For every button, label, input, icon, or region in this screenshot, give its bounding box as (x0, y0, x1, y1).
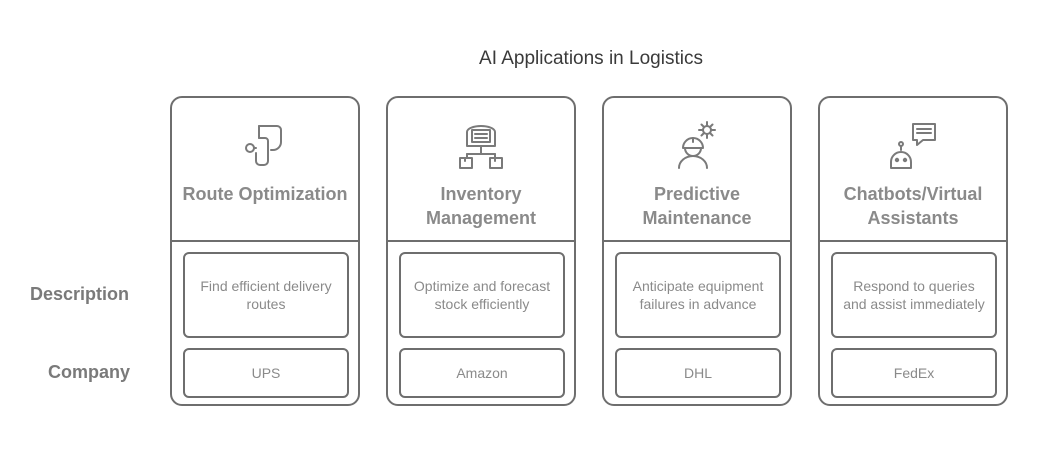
row-label-description: Description (30, 284, 130, 304)
company-box: DHL (615, 348, 781, 398)
company-box: FedEx (831, 348, 997, 398)
description-box: Respond to queries and assist immediatel… (831, 252, 997, 338)
card-heading: Route Optimization (182, 184, 348, 204)
description-box: Optimize and forecast stock efficiently (399, 252, 565, 338)
card-heading: Chatbots/Virtual Assistants (843, 184, 983, 228)
description-box: Anticipate equipment failures in advance (615, 252, 781, 338)
divider (820, 240, 1006, 242)
route-icon (237, 118, 293, 174)
row-label-company: Company (48, 362, 131, 382)
company-box: UPS (183, 348, 349, 398)
divider (388, 240, 574, 242)
chatbot-icon (885, 118, 941, 174)
engineer-gear-icon (669, 118, 725, 174)
company-box: Amazon (399, 348, 565, 398)
warehouse-icon (453, 118, 509, 174)
card-heading: Predictive Maintenance (642, 184, 752, 228)
card-predictive-maintenance: Predictive Maintenance Anticipate equipm… (602, 96, 792, 406)
description-box: Find efficient delivery routes (183, 252, 349, 338)
diagram-title: AI Applications in Logistics (479, 48, 703, 69)
divider (604, 240, 790, 242)
divider (172, 240, 358, 242)
card-chatbots-virtual-assistants: Chatbots/Virtual Assistants Respond to q… (818, 96, 1008, 406)
card-heading: Inventory Management (425, 184, 537, 228)
card-inventory-management: Inventory Management Optimize and foreca… (386, 96, 576, 406)
card-route-optimization: Route Optimization Find efficient delive… (170, 96, 360, 406)
